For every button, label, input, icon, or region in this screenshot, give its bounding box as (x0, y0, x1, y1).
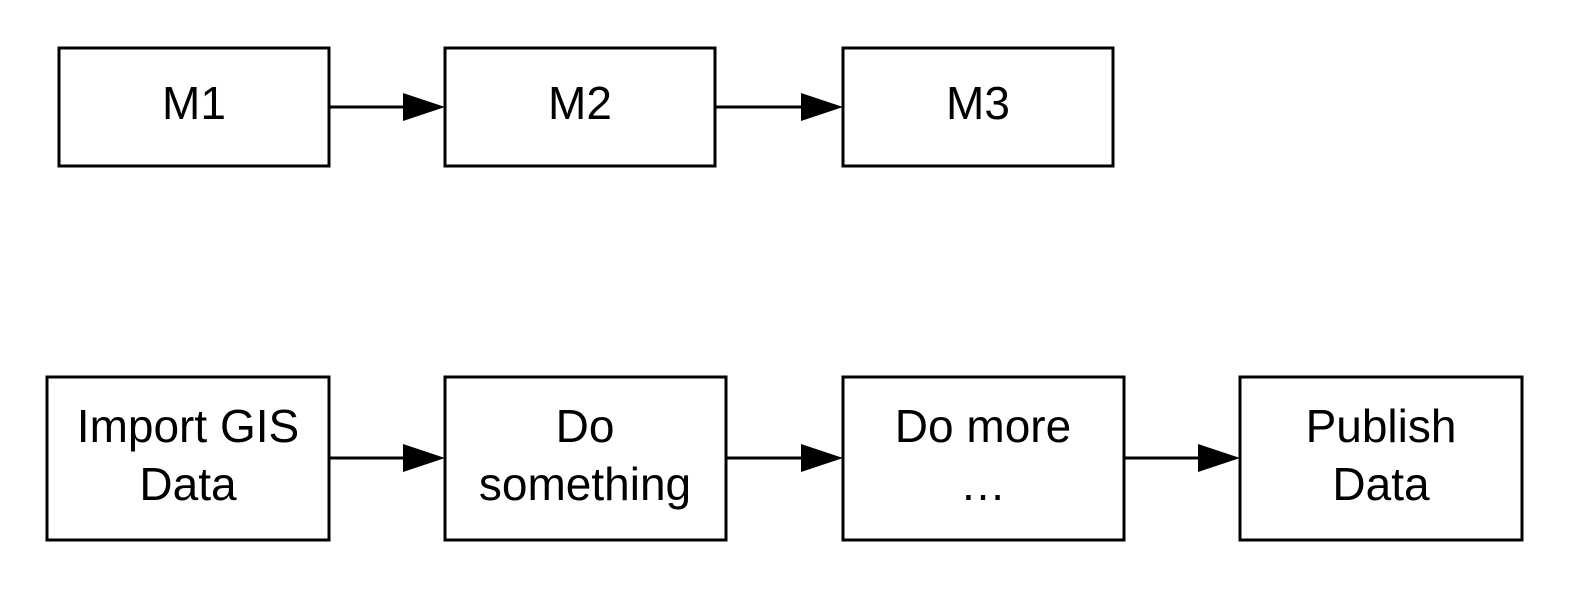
node-do-something-label-line1: Do (556, 400, 615, 452)
node-import-gis-data-label-line1: Import GIS (77, 400, 299, 452)
node-publish-data: Publish Data (1238, 375, 1524, 542)
node-m1-label: M1 (162, 77, 226, 129)
edge-do-more-to-publish (1124, 444, 1240, 472)
edge-m2-to-m3 (715, 93, 843, 121)
node-do-more: Do more … (841, 375, 1126, 542)
node-import-gis-data-label-line2: Data (139, 458, 237, 510)
node-do-more-label-line1: Do more (895, 400, 1071, 452)
edge-m1-to-m2 (329, 93, 445, 121)
node-publish-data-label-line1: Publish (1306, 400, 1457, 452)
node-m3-label: M3 (946, 77, 1010, 129)
node-m2: M2 (443, 46, 717, 168)
edge-do-something-to-do-more (726, 444, 843, 472)
node-import-gis-data: Import GIS Data (45, 375, 331, 542)
node-m3: M3 (841, 46, 1115, 168)
edge-import-to-do-something (329, 444, 445, 472)
node-do-more-label-line2: … (960, 458, 1006, 510)
node-publish-data-label-line2: Data (1332, 458, 1430, 510)
node-do-something-label-line2: something (479, 458, 691, 510)
node-m1: M1 (57, 46, 331, 168)
node-m2-label: M2 (548, 77, 612, 129)
node-do-something: Do something (443, 375, 728, 542)
